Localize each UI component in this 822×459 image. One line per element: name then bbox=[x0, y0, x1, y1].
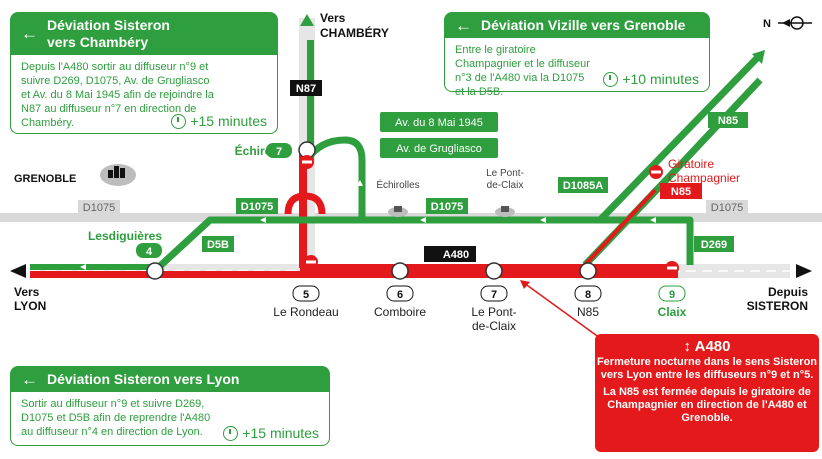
north-arrow-icon bbox=[778, 16, 812, 30]
panel-vizille-text: Entre le giratoire Champagnier et le dif… bbox=[455, 44, 590, 98]
panel-chambery-header: ← Déviation Sisteron vers Chambéry bbox=[11, 13, 277, 55]
panel-detour-lyon: ← Déviation Sisteron vers Lyon Sortir au… bbox=[10, 366, 330, 446]
d5b-label: D5B bbox=[207, 239, 229, 251]
arrow-left-icon: ← bbox=[455, 15, 472, 35]
d1075-gray-left: D1075 bbox=[83, 202, 115, 214]
grenoble-label: GRENOBLE bbox=[14, 173, 76, 185]
a480-closed-segment bbox=[30, 271, 678, 278]
lyon-label: LYON bbox=[14, 299, 46, 313]
closure-title: ↕ A480 bbox=[595, 338, 819, 356]
panel-lyon-body: Sortir au diffuseur n°9 et suivre D269, … bbox=[11, 392, 329, 445]
pontclaix-small-2: de-Claix bbox=[487, 180, 524, 191]
exit-badge-9: 9 bbox=[669, 289, 675, 301]
exit-name-n85: N85 bbox=[577, 305, 599, 319]
exit-name-pontclaix-2: de-Claix bbox=[472, 319, 516, 333]
panel-vizille-title: Déviation Vizille vers Grenoble bbox=[481, 17, 686, 33]
panel-vizille-header: ← Déviation Vizille vers Grenoble bbox=[445, 13, 709, 38]
panel-chambery-title-2: vers Chambéry bbox=[47, 34, 149, 50]
panel-lyon-text: Sortir au diffuseur n°9 et suivre D269, … bbox=[21, 398, 211, 438]
clock-icon bbox=[171, 114, 187, 129]
panel-vizille-time-text: +10 minutes bbox=[622, 71, 699, 87]
arrow-sisteron bbox=[796, 264, 812, 278]
exit-badge-5: 5 bbox=[303, 289, 309, 301]
exit-name-pontclaix-1: Le Pont- bbox=[471, 305, 516, 319]
city-icons bbox=[100, 164, 515, 217]
depuis-label: Depuis bbox=[768, 285, 808, 299]
panel-lyon-title: Déviation Sisteron vers Lyon bbox=[47, 371, 240, 387]
north-label: N bbox=[763, 18, 771, 30]
echirolles-small-label: Échirolles bbox=[376, 178, 419, 191]
exit-badge-4: 4 bbox=[146, 246, 153, 258]
closure-title-text: A480 bbox=[694, 338, 731, 355]
a480-label: A480 bbox=[443, 249, 469, 261]
exit-badge-6: 6 bbox=[397, 289, 403, 301]
arrow-left-icon: ← bbox=[21, 369, 38, 389]
n87-label: N87 bbox=[296, 83, 316, 95]
sisteron-label: SISTERON bbox=[747, 299, 808, 313]
panel-detour-vizille: ← Déviation Vizille vers Grenoble Entre … bbox=[444, 12, 710, 98]
n85-top-label: N85 bbox=[718, 115, 738, 127]
clock-icon bbox=[223, 426, 239, 441]
n85-red-label: N85 bbox=[671, 186, 691, 198]
panel-lyon-time: +15 minutes bbox=[223, 425, 319, 441]
d1075-gray-right: D1075 bbox=[711, 202, 743, 214]
d1075-detour bbox=[157, 216, 694, 269]
motorway-icon: ↕ bbox=[683, 338, 692, 355]
arrow-lyon bbox=[10, 264, 26, 278]
clock-icon bbox=[603, 72, 619, 87]
d1085a-label: D1085A bbox=[563, 180, 603, 192]
closure-notice: ↕ A480 Fermeture nocturne dans le sens S… bbox=[595, 334, 819, 452]
no-entry-icons bbox=[300, 155, 679, 275]
panel-chambery-body: Depuis l'A480 sortir au diffuseur n°9 et… bbox=[11, 55, 277, 136]
giratoire-label-1: Giratoire bbox=[668, 157, 714, 171]
exit-name-comboire: Comboire bbox=[374, 305, 426, 319]
d269-label: D269 bbox=[701, 239, 727, 251]
panel-lyon-header: ← Déviation Sisteron vers Lyon bbox=[11, 367, 329, 392]
exit-name-claix: Claix bbox=[658, 305, 687, 319]
av-8-mai-label: Av. du 8 Mai 1945 bbox=[395, 117, 483, 129]
vers-label-left: Vers bbox=[14, 285, 40, 299]
pontclaix-small-1: Le Pont- bbox=[486, 168, 524, 179]
panel-chambery-title-1: Déviation Sisteron bbox=[47, 17, 170, 33]
closure-line-2: La N85 est fermée depuis le giratoire de… bbox=[603, 386, 811, 424]
exit-badge-7-top: 7 bbox=[276, 146, 282, 158]
panel-vizille-time: +10 minutes bbox=[603, 71, 699, 87]
closure-line-1: Fermeture nocturne dans le sens Sisteron… bbox=[596, 356, 818, 381]
panel-lyon-time-text: +15 minutes bbox=[242, 425, 319, 441]
d1075-label-mid: D1075 bbox=[431, 201, 463, 213]
chambery-label: CHAMBÉRY bbox=[320, 25, 389, 40]
giratoire-label-2: Champagnier bbox=[668, 171, 740, 185]
exit-name-rondeau: Le Rondeau bbox=[273, 305, 338, 319]
d1075-label-left: D1075 bbox=[241, 201, 273, 213]
exit-badge-7: 7 bbox=[491, 289, 497, 301]
panel-chambery-time: +15 minutes bbox=[171, 113, 267, 129]
d1085a-road bbox=[597, 52, 763, 223]
av-grugliasco-label: Av. de Grugliasco bbox=[396, 143, 482, 155]
panel-detour-chambery: ← Déviation Sisteron vers Chambéry Depui… bbox=[10, 12, 278, 134]
panel-chambery-text: Depuis l'A480 sortir au diffuseur n°9 et… bbox=[21, 61, 214, 129]
arrow-left-icon: ← bbox=[21, 24, 38, 43]
lesdiguieres-label: Lesdiguières bbox=[88, 229, 162, 243]
vers-label-top: Vers bbox=[320, 11, 346, 25]
exit-badge-8: 8 bbox=[585, 289, 591, 301]
panel-vizille-body: Entre le giratoire Champagnier et le dif… bbox=[445, 38, 709, 105]
panel-chambery-time-text: +15 minutes bbox=[190, 113, 267, 129]
